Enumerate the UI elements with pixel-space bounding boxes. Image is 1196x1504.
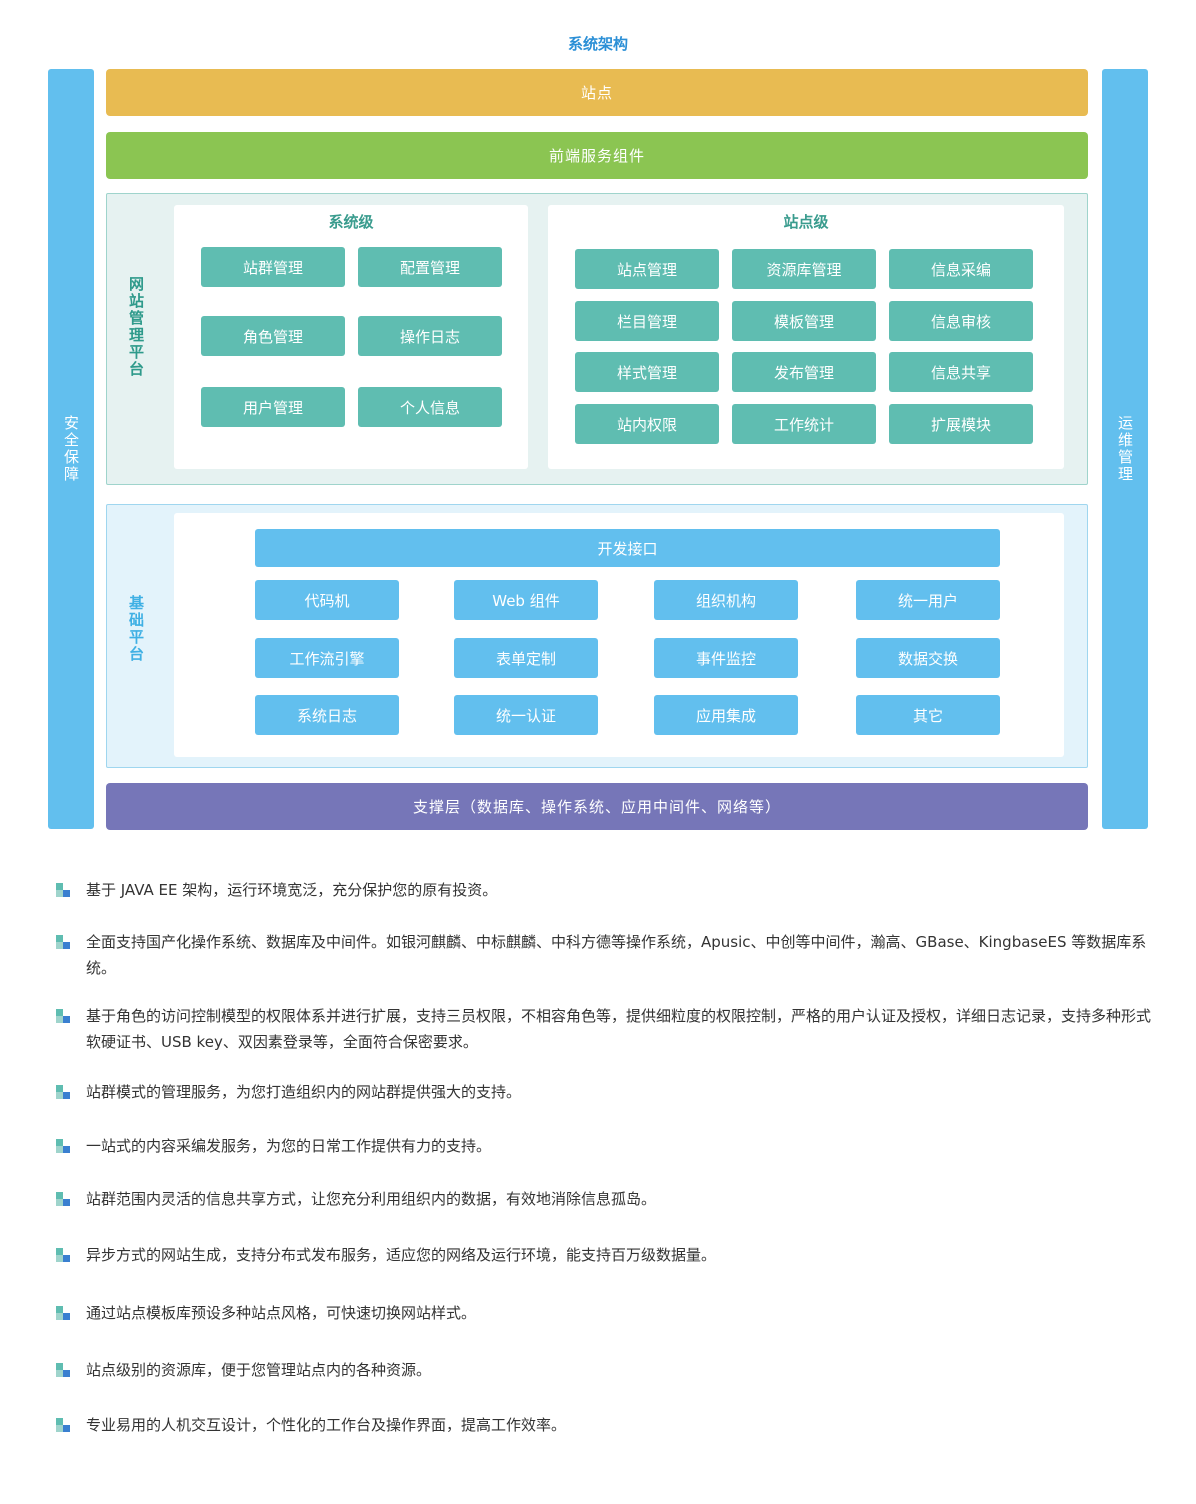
site-item-site-mgmt: 站点管理 (575, 249, 719, 289)
feature-item: 基于角色的访问控制模型的权限体系并进行扩展，支持三员权限，不相容角色等，提供细粒… (56, 1003, 1156, 1055)
feature-item: 站群模式的管理服务，为您打造组织内的网站群提供强大的支持。 (56, 1079, 1156, 1105)
feature-text: 通过站点模板库预设多种站点风格，可快速切换网站样式。 (86, 1304, 477, 1322)
base-platform-label: 基础平台 (127, 595, 145, 663)
base-item-unified-auth: 统一认证 (454, 695, 598, 735)
feature-item: 站点级别的资源库，便于您管理站点内的各种资源。 (56, 1357, 1156, 1383)
security-bar: 安全保障 (48, 69, 94, 829)
ops-bar: 运维管理 (1102, 69, 1148, 829)
base-item-web-component: Web 组件 (454, 580, 598, 620)
feature-text: 异步方式的网站生成，支持分布式发布服务，适应您的网络及运行环境，能支持百万级数据… (86, 1246, 717, 1264)
base-item-unified-user: 统一用户 (856, 580, 1000, 620)
mgmt-platform-label: 网站管理平台 (127, 276, 145, 378)
bullet-icon (56, 1192, 72, 1208)
ops-bar-label: 运维管理 (1116, 415, 1134, 483)
base-item-system-log: 系统日志 (255, 695, 399, 735)
site-item-column-mgmt: 栏目管理 (575, 301, 719, 341)
feature-text: 基于角色的访问控制模型的权限体系并进行扩展，支持三员权限，不相容角色等，提供细粒… (86, 1007, 1152, 1051)
system-level-title: 系统级 (328, 212, 374, 231)
bullet-icon (56, 883, 72, 899)
site-item-permission: 站内权限 (575, 404, 719, 444)
feature-item: 异步方式的网站生成，支持分布式发布服务，适应您的网络及运行环境，能支持百万级数据… (56, 1242, 1156, 1268)
site-item-work-stats: 工作统计 (732, 404, 876, 444)
feature-item: 站群范围内灵活的信息共享方式，让您充分利用组织内的数据，有效地消除信息孤岛。 (56, 1186, 1156, 1212)
bullet-icon (56, 935, 72, 951)
feature-text: 专业易用的人机交互设计，个性化的工作台及操作界面，提高工作效率。 (86, 1416, 567, 1434)
base-item-code-machine: 代码机 (255, 580, 399, 620)
bullet-icon (56, 1248, 72, 1264)
feature-item: 一站式的内容采编发服务，为您的日常工作提供有力的支持。 (56, 1133, 1156, 1159)
site-item-info-review: 信息审核 (889, 301, 1033, 341)
site-layer: 站点 (106, 69, 1088, 116)
dev-interface-bar: 开发接口 (255, 529, 1000, 567)
feature-text: 一站式的内容采编发服务，为您的日常工作提供有力的支持。 (86, 1137, 492, 1155)
security-bar-label: 安全保障 (62, 415, 80, 483)
feature-text: 站点级别的资源库，便于您管理站点内的各种资源。 (86, 1361, 432, 1379)
site-item-extension: 扩展模块 (889, 404, 1033, 444)
sys-item-user-mgmt: 用户管理 (201, 387, 345, 427)
bullet-icon (56, 1418, 72, 1434)
sys-item-personal-info: 个人信息 (358, 387, 502, 427)
base-item-organization: 组织机构 (654, 580, 798, 620)
feature-item: 专业易用的人机交互设计，个性化的工作台及操作界面，提高工作效率。 (56, 1412, 1156, 1438)
feature-text: 站群范围内灵活的信息共享方式，让您充分利用组织内的数据，有效地消除信息孤岛。 (86, 1190, 657, 1208)
feature-item: 全面支持国产化操作系统、数据库及中间件。如银河麒麟、中标麒麟、中科方德等操作系统… (56, 929, 1156, 981)
sys-item-config-mgmt: 配置管理 (358, 247, 502, 287)
feature-text: 基于 JAVA EE 架构，运行环境宽泛，充分保护您的原有投资。 (86, 881, 498, 899)
bullet-icon (56, 1363, 72, 1379)
site-level-title: 站点级 (783, 212, 829, 231)
site-item-resource-mgmt: 资源库管理 (732, 249, 876, 289)
bullet-icon (56, 1306, 72, 1322)
sys-item-role-mgmt: 角色管理 (201, 316, 345, 356)
site-item-template-mgmt: 模板管理 (732, 301, 876, 341)
bullet-icon (56, 1139, 72, 1155)
feature-item: 基于 JAVA EE 架构，运行环境宽泛，充分保护您的原有投资。 (56, 877, 1156, 903)
sys-item-cluster-mgmt: 站群管理 (201, 247, 345, 287)
feature-text: 站群模式的管理服务，为您打造组织内的网站群提供强大的支持。 (86, 1083, 522, 1101)
base-item-form-custom: 表单定制 (454, 638, 598, 678)
site-item-info-edit: 信息采编 (889, 249, 1033, 289)
support-layer: 支撑层（数据库、操作系统、应用中间件、网络等） (106, 783, 1088, 830)
bullet-icon (56, 1085, 72, 1101)
frontend-layer: 前端服务组件 (106, 132, 1088, 179)
site-item-publish-mgmt: 发布管理 (732, 352, 876, 392)
sys-item-op-log: 操作日志 (358, 316, 502, 356)
bullet-icon (56, 1009, 72, 1025)
base-item-data-exchange: 数据交换 (856, 638, 1000, 678)
diagram-title: 系统架构 (567, 34, 628, 53)
base-item-event-monitor: 事件监控 (654, 638, 798, 678)
base-item-other: 其它 (856, 695, 1000, 735)
site-item-info-share: 信息共享 (889, 352, 1033, 392)
base-item-workflow-engine: 工作流引擎 (255, 638, 399, 678)
feature-item: 通过站点模板库预设多种站点风格，可快速切换网站样式。 (56, 1300, 1156, 1326)
feature-text: 全面支持国产化操作系统、数据库及中间件。如银河麒麟、中标麒麟、中科方德等操作系统… (86, 933, 1147, 977)
base-item-app-integration: 应用集成 (654, 695, 798, 735)
site-item-style-mgmt: 样式管理 (575, 352, 719, 392)
